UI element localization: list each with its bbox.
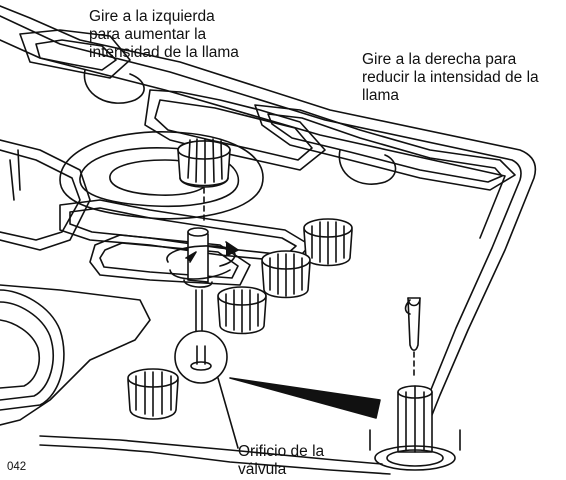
screwdriver-detail: [369, 297, 461, 471]
valve-hole-label: Orificio de la válvula: [238, 443, 324, 479]
cooktop-outline: [0, 5, 537, 475]
turn-left-line-3: intensidad de la llama: [89, 44, 239, 61]
knob-1: [303, 218, 353, 267]
turn-left-label: Gire a la izquierda para aumentar la int…: [89, 8, 239, 62]
valve-stem: [166, 227, 239, 341]
turn-left-line-2: para aumentar la: [89, 26, 207, 43]
knob-4: [127, 368, 179, 420]
burner-lower-left: [0, 284, 151, 426]
valve-hole-detail: [174, 330, 239, 449]
turn-right-label: Gire a la derecha para reducir la intens…: [362, 51, 539, 105]
figure-code: 042: [7, 461, 27, 473]
removed-knob: [177, 138, 231, 223]
turn-right-line-2: reducir la intensidad de la: [362, 69, 539, 86]
knob-3: [217, 286, 267, 335]
valve-hole-line-1: Orificio de la: [238, 443, 325, 460]
pointer-wedge: [229, 377, 381, 419]
turn-right-line-3: llama: [362, 87, 400, 104]
control-knobs: [127, 218, 353, 420]
knob-2: [261, 250, 311, 299]
turn-right-line-1: Gire a la derecha para: [362, 51, 517, 68]
turn-left-line-1: Gire a la izquierda: [89, 8, 215, 25]
valve-hole-line-2: válvula: [238, 461, 287, 478]
